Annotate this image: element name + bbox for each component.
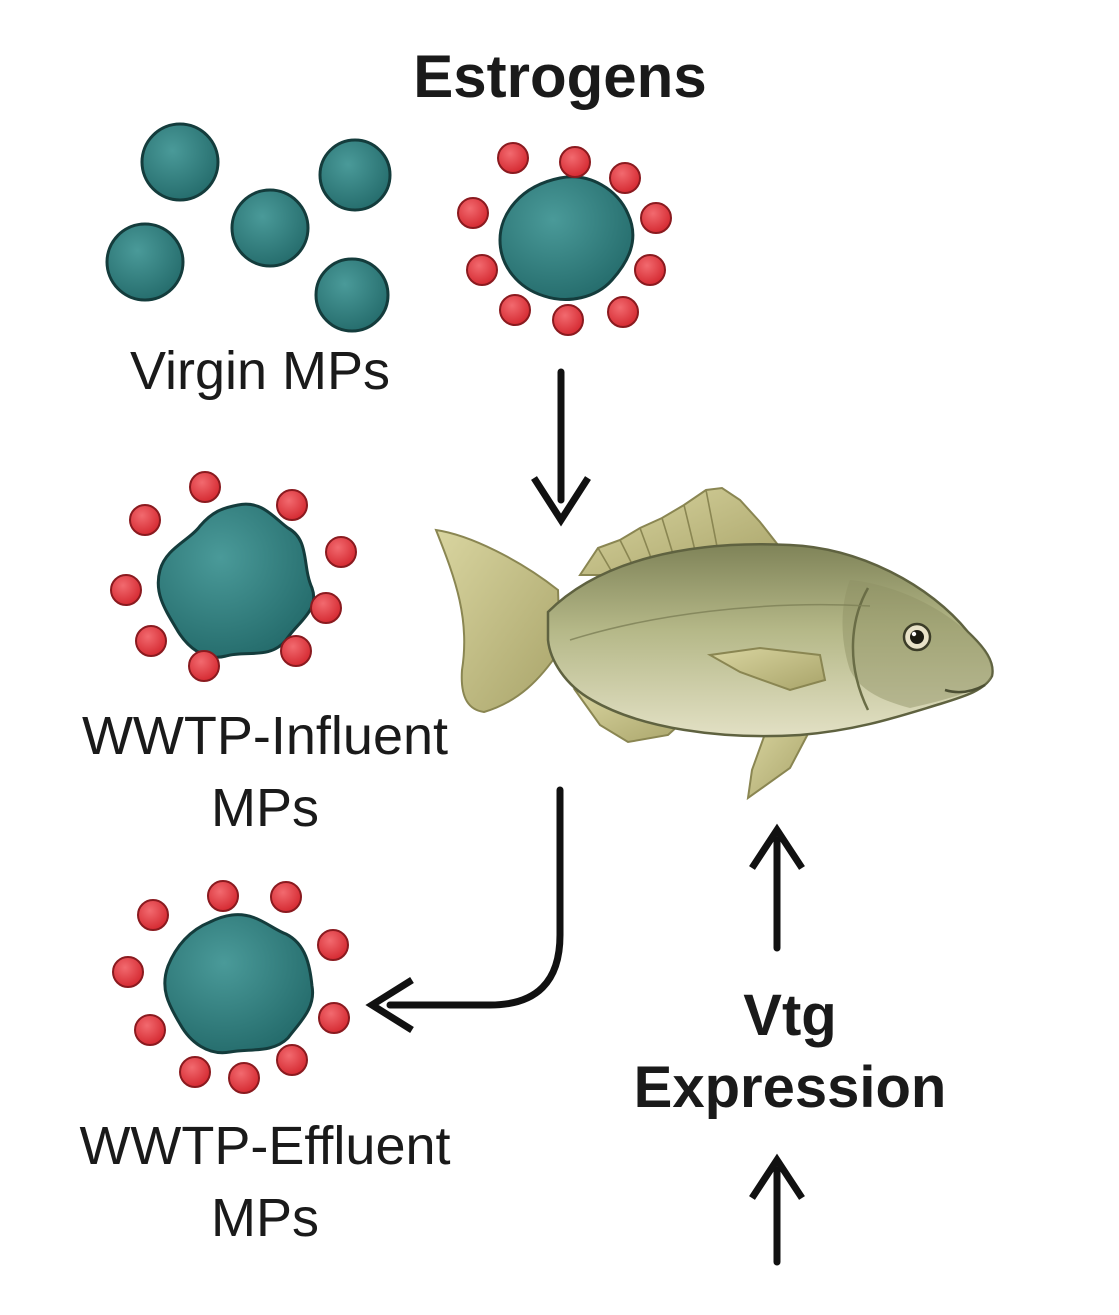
- estrogen-molecule: [457, 197, 489, 229]
- microplastic-particle: [163, 913, 315, 1055]
- estrogen-molecule: [276, 1044, 308, 1076]
- label-line: Expression: [633, 1055, 947, 1120]
- estrogen-molecules: [112, 880, 350, 1094]
- estrogen-molecule: [559, 146, 591, 178]
- estrogen-molecule: [207, 880, 239, 912]
- label-vtg-expression: Vtg Expression: [580, 980, 1000, 1124]
- microplastic-particle: [105, 222, 185, 302]
- label-line: WWTP-Influent: [81, 706, 449, 766]
- microplastic-particle: [156, 502, 316, 659]
- virgin-microplastics: [105, 122, 392, 333]
- estrogen-molecule: [317, 929, 349, 961]
- estrogen-molecule: [129, 504, 161, 536]
- estrogen-molecule: [135, 625, 167, 657]
- estrogen-molecules: [457, 142, 672, 336]
- arrow-vtg-to-fish: [749, 823, 805, 952]
- estrogen-molecule: [318, 1002, 350, 1034]
- estrogen-molecule: [609, 162, 641, 194]
- microplastic-particle: [140, 122, 220, 202]
- arrow-lower-up: [749, 1153, 805, 1266]
- estrogen-molecule: [607, 296, 639, 328]
- label-wwtp-effluent-mps: WWTP-Effluent MPs: [30, 1110, 500, 1254]
- title-estrogens: Estrogens: [413, 43, 707, 110]
- estrogen-molecule: [325, 536, 357, 568]
- estrogen-molecule: [497, 142, 529, 174]
- estrogen-molecule: [228, 1062, 260, 1094]
- label-line: MPs: [211, 1188, 319, 1248]
- estrogen-molecule: [552, 304, 584, 336]
- estrogen-loaded-microplastic: [457, 142, 672, 336]
- label-virgin-mps: Virgin MPs: [129, 341, 391, 401]
- label-wwtp-influent-mps: WWTP-Influent MPs: [30, 700, 500, 844]
- estrogen-molecule: [188, 650, 220, 682]
- effluent-microplastic: [112, 880, 350, 1094]
- estrogen-molecule: [280, 635, 312, 667]
- influent-microplastic: [110, 471, 357, 682]
- fish-illustration: [434, 486, 994, 801]
- estrogen-molecule: [310, 592, 342, 624]
- estrogen-molecule: [189, 471, 221, 503]
- estrogen-molecule: [179, 1056, 211, 1088]
- estrogen-molecule: [634, 254, 666, 286]
- microplastic-particle: [314, 257, 390, 333]
- estrogen-molecule: [499, 294, 531, 326]
- estrogen-molecules: [110, 471, 357, 682]
- microplastic-particle: [318, 138, 392, 212]
- microplastic-particle: [498, 175, 635, 301]
- microplastic-particle: [230, 188, 310, 268]
- estrogen-molecule: [137, 899, 169, 931]
- arrow-fish-to-effluent: [365, 786, 564, 1033]
- estrogen-molecule: [276, 489, 308, 521]
- label-line: Vtg: [743, 983, 837, 1048]
- label-line: WWTP-Effluent: [79, 1116, 451, 1176]
- estrogen-molecule: [134, 1014, 166, 1046]
- label-line: MPs: [211, 778, 319, 838]
- estrogen-molecule: [110, 574, 142, 606]
- estrogen-molecule: [270, 881, 302, 913]
- estrogen-molecule: [466, 254, 498, 286]
- estrogen-molecule: [112, 956, 144, 988]
- arrow-estrogens-to-fish: [531, 368, 591, 527]
- estrogen-molecule: [640, 202, 672, 234]
